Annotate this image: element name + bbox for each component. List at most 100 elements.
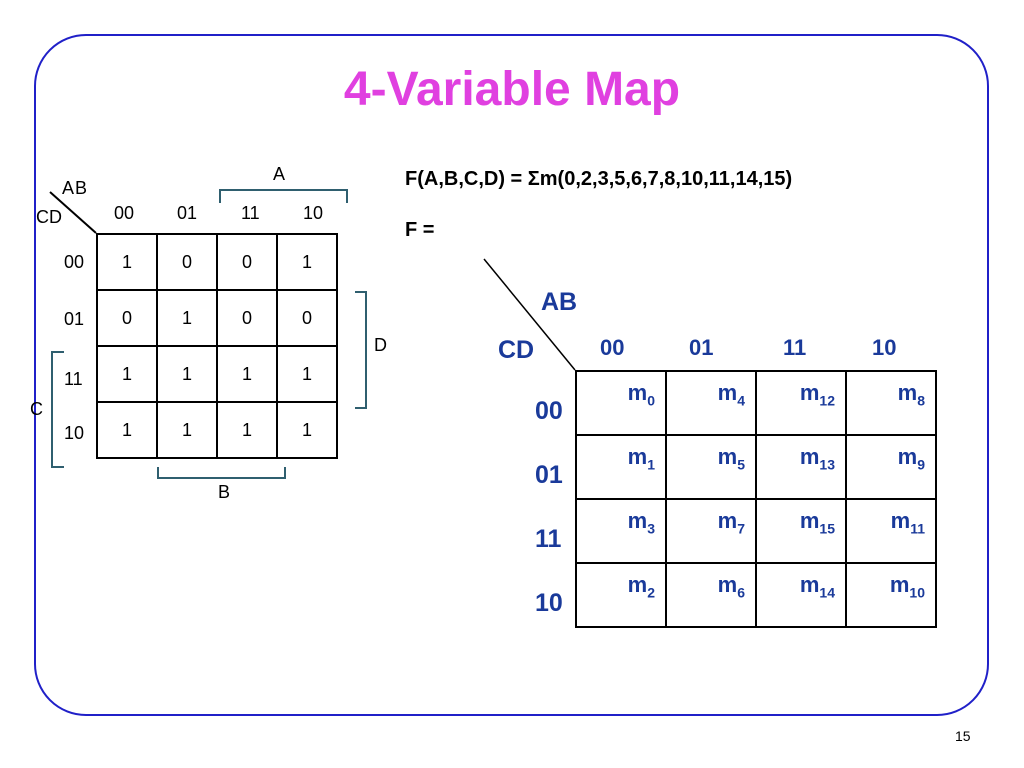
minterm-index: 2 (647, 584, 655, 601)
minterm-index: 0 (647, 392, 655, 409)
left-map-cell: 1 (96, 345, 158, 403)
right-row-header: 00 (535, 397, 563, 425)
minterm-prefix: m (627, 380, 648, 405)
right-map-ab-label: AB (541, 288, 578, 316)
f-equals-label: F = (405, 219, 435, 241)
left-map-cell: 1 (276, 345, 338, 403)
left-map-row: 1 1 1 1 (96, 401, 338, 459)
minterm-cell: m3 (575, 498, 667, 564)
right-row-header: 10 (535, 589, 563, 617)
minterm-prefix: m (717, 444, 738, 469)
minterm-index: 12 (819, 392, 835, 409)
minterm-prefix: m (890, 508, 911, 533)
left-map-cell: 1 (276, 401, 338, 459)
bracket-a (219, 189, 348, 203)
minterm-cell: m6 (665, 562, 757, 628)
right-col-header: 10 (872, 335, 897, 360)
minterm-index: 9 (917, 456, 925, 473)
minterm-prefix: m (799, 444, 820, 469)
left-map-cell: 1 (96, 401, 158, 459)
minterm-index: 5 (737, 456, 745, 473)
left-map-row: 1 1 1 1 (96, 345, 338, 403)
minterm-index: 8 (917, 392, 925, 409)
minterm-cell: m14 (755, 562, 847, 628)
minterm-cell: m8 (845, 370, 937, 436)
bracket-d (355, 291, 367, 409)
minterm-cell: m0 (575, 370, 667, 436)
right-map-row: m3 m7 m15 m11 (575, 498, 937, 564)
minterm-prefix: m (717, 380, 738, 405)
left-map-ab-label: AB (62, 178, 89, 198)
left-map-cell: 0 (96, 289, 158, 347)
minterm-cell: m5 (665, 434, 757, 500)
left-map-row: 1 0 0 1 (96, 233, 338, 291)
left-map-cd-label: CD (36, 207, 62, 227)
minterm-cell: m11 (845, 498, 937, 564)
minterm-prefix: m (897, 444, 918, 469)
left-row-header: 11 (64, 369, 83, 389)
minterm-cell: m2 (575, 562, 667, 628)
right-col-header: 01 (689, 335, 714, 360)
left-row-header: 00 (64, 252, 85, 272)
minterm-index: 15 (819, 520, 835, 537)
left-row-header: 01 (64, 309, 85, 329)
bracket-a-label: A (273, 164, 286, 184)
right-col-header: 00 (600, 335, 625, 360)
left-map-cell: 0 (216, 289, 278, 347)
minterm-cell: m7 (665, 498, 757, 564)
minterm-index: 1 (647, 456, 655, 473)
slide-frame (34, 34, 989, 716)
minterm-cell: m4 (665, 370, 757, 436)
minterm-prefix: m (799, 380, 820, 405)
minterm-index: 13 (819, 456, 835, 473)
left-col-header: 00 (114, 203, 135, 223)
minterm-index: 14 (819, 584, 835, 601)
minterm-cell: m15 (755, 498, 847, 564)
right-map-cd-label: CD (498, 336, 535, 364)
minterm-prefix: m (799, 572, 820, 597)
minterm-index: 6 (737, 584, 745, 601)
left-map-cell: 1 (156, 401, 218, 459)
minterm-cell: m1 (575, 434, 667, 500)
minterm-cell: m10 (845, 562, 937, 628)
right-kmap-grid: m0 m4 m12 m8 m1 m5 m13 m9 m3 m7 m15 m11 … (575, 370, 937, 628)
minterm-cell: m13 (755, 434, 847, 500)
right-row-header: 11 (535, 525, 562, 553)
minterm-prefix: m (627, 572, 648, 597)
bracket-d-label: D (374, 335, 387, 355)
minterm-index: 7 (737, 520, 745, 537)
left-col-header: 11 (241, 203, 260, 223)
minterm-index: 10 (909, 584, 925, 601)
bracket-c (51, 351, 64, 468)
left-map-cell: 1 (96, 233, 158, 291)
minterm-prefix: m (717, 572, 738, 597)
right-map-row: m1 m5 m13 m9 (575, 434, 937, 500)
bracket-b (157, 467, 286, 479)
minterm-index: 3 (647, 520, 655, 537)
left-kmap-grid: 1 0 0 1 0 1 0 0 1 1 1 1 1 1 1 1 (96, 233, 338, 459)
left-map-diagonal (49, 191, 97, 234)
bracket-b-label: B (218, 482, 231, 502)
slide-title: 4-Variable Map (343, 63, 681, 116)
left-map-cell: 0 (156, 233, 218, 291)
right-map-diagonal (483, 258, 576, 371)
minterm-prefix: m (799, 508, 820, 533)
minterm-index: 11 (910, 520, 925, 537)
minterm-prefix: m (627, 508, 648, 533)
minterm-index: 4 (737, 392, 745, 409)
left-map-cell: 0 (276, 289, 338, 347)
minterm-cell: m9 (845, 434, 937, 500)
left-map-cell: 1 (216, 401, 278, 459)
bracket-c-label: C (30, 399, 43, 419)
left-map-cell: 1 (156, 345, 218, 403)
left-map-cell: 1 (216, 345, 278, 403)
left-map-cell: 0 (216, 233, 278, 291)
left-col-header: 10 (303, 203, 324, 223)
left-row-header: 10 (64, 423, 85, 443)
left-map-row: 0 1 0 0 (96, 289, 338, 347)
function-definition: F(A,B,C,D) = Σm(0,2,3,5,6,7,8,10,11,14,1… (405, 168, 793, 190)
page-number: 15 (955, 728, 971, 744)
right-map-row: m2 m6 m14 m10 (575, 562, 937, 628)
minterm-prefix: m (897, 380, 918, 405)
